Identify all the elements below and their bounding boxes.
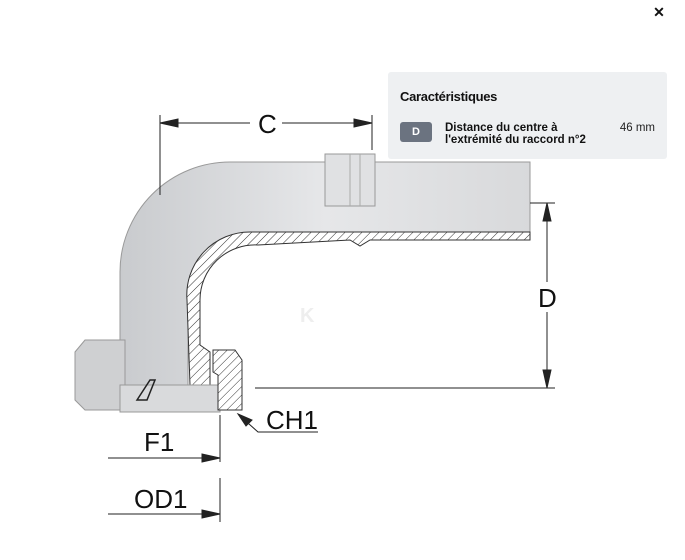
- fitting-body: K: [74, 153, 531, 413]
- dimension-badge: D: [400, 122, 432, 142]
- characteristics-title: Caractéristiques: [400, 89, 498, 104]
- dimension-lines: [108, 115, 555, 522]
- close-button[interactable]: ✕: [651, 4, 667, 20]
- characteristics-card: Caractéristiques D Distance du centre à …: [388, 72, 667, 159]
- characteristic-description: Distance du centre à l'extrémité du racc…: [445, 122, 586, 146]
- dimension-label-ch1: CH1: [266, 405, 318, 435]
- characteristic-value: 46 mm: [619, 122, 655, 134]
- dimension-label-c: C: [258, 109, 277, 139]
- close-icon: ✕: [653, 4, 665, 20]
- dimension-label-f1: F1: [144, 427, 174, 457]
- watermark-logo: K: [300, 305, 315, 327]
- brand-mark-icon: [135, 379, 157, 401]
- dimension-label-od1: OD1: [134, 484, 187, 514]
- dimension-label-d: D: [538, 283, 557, 313]
